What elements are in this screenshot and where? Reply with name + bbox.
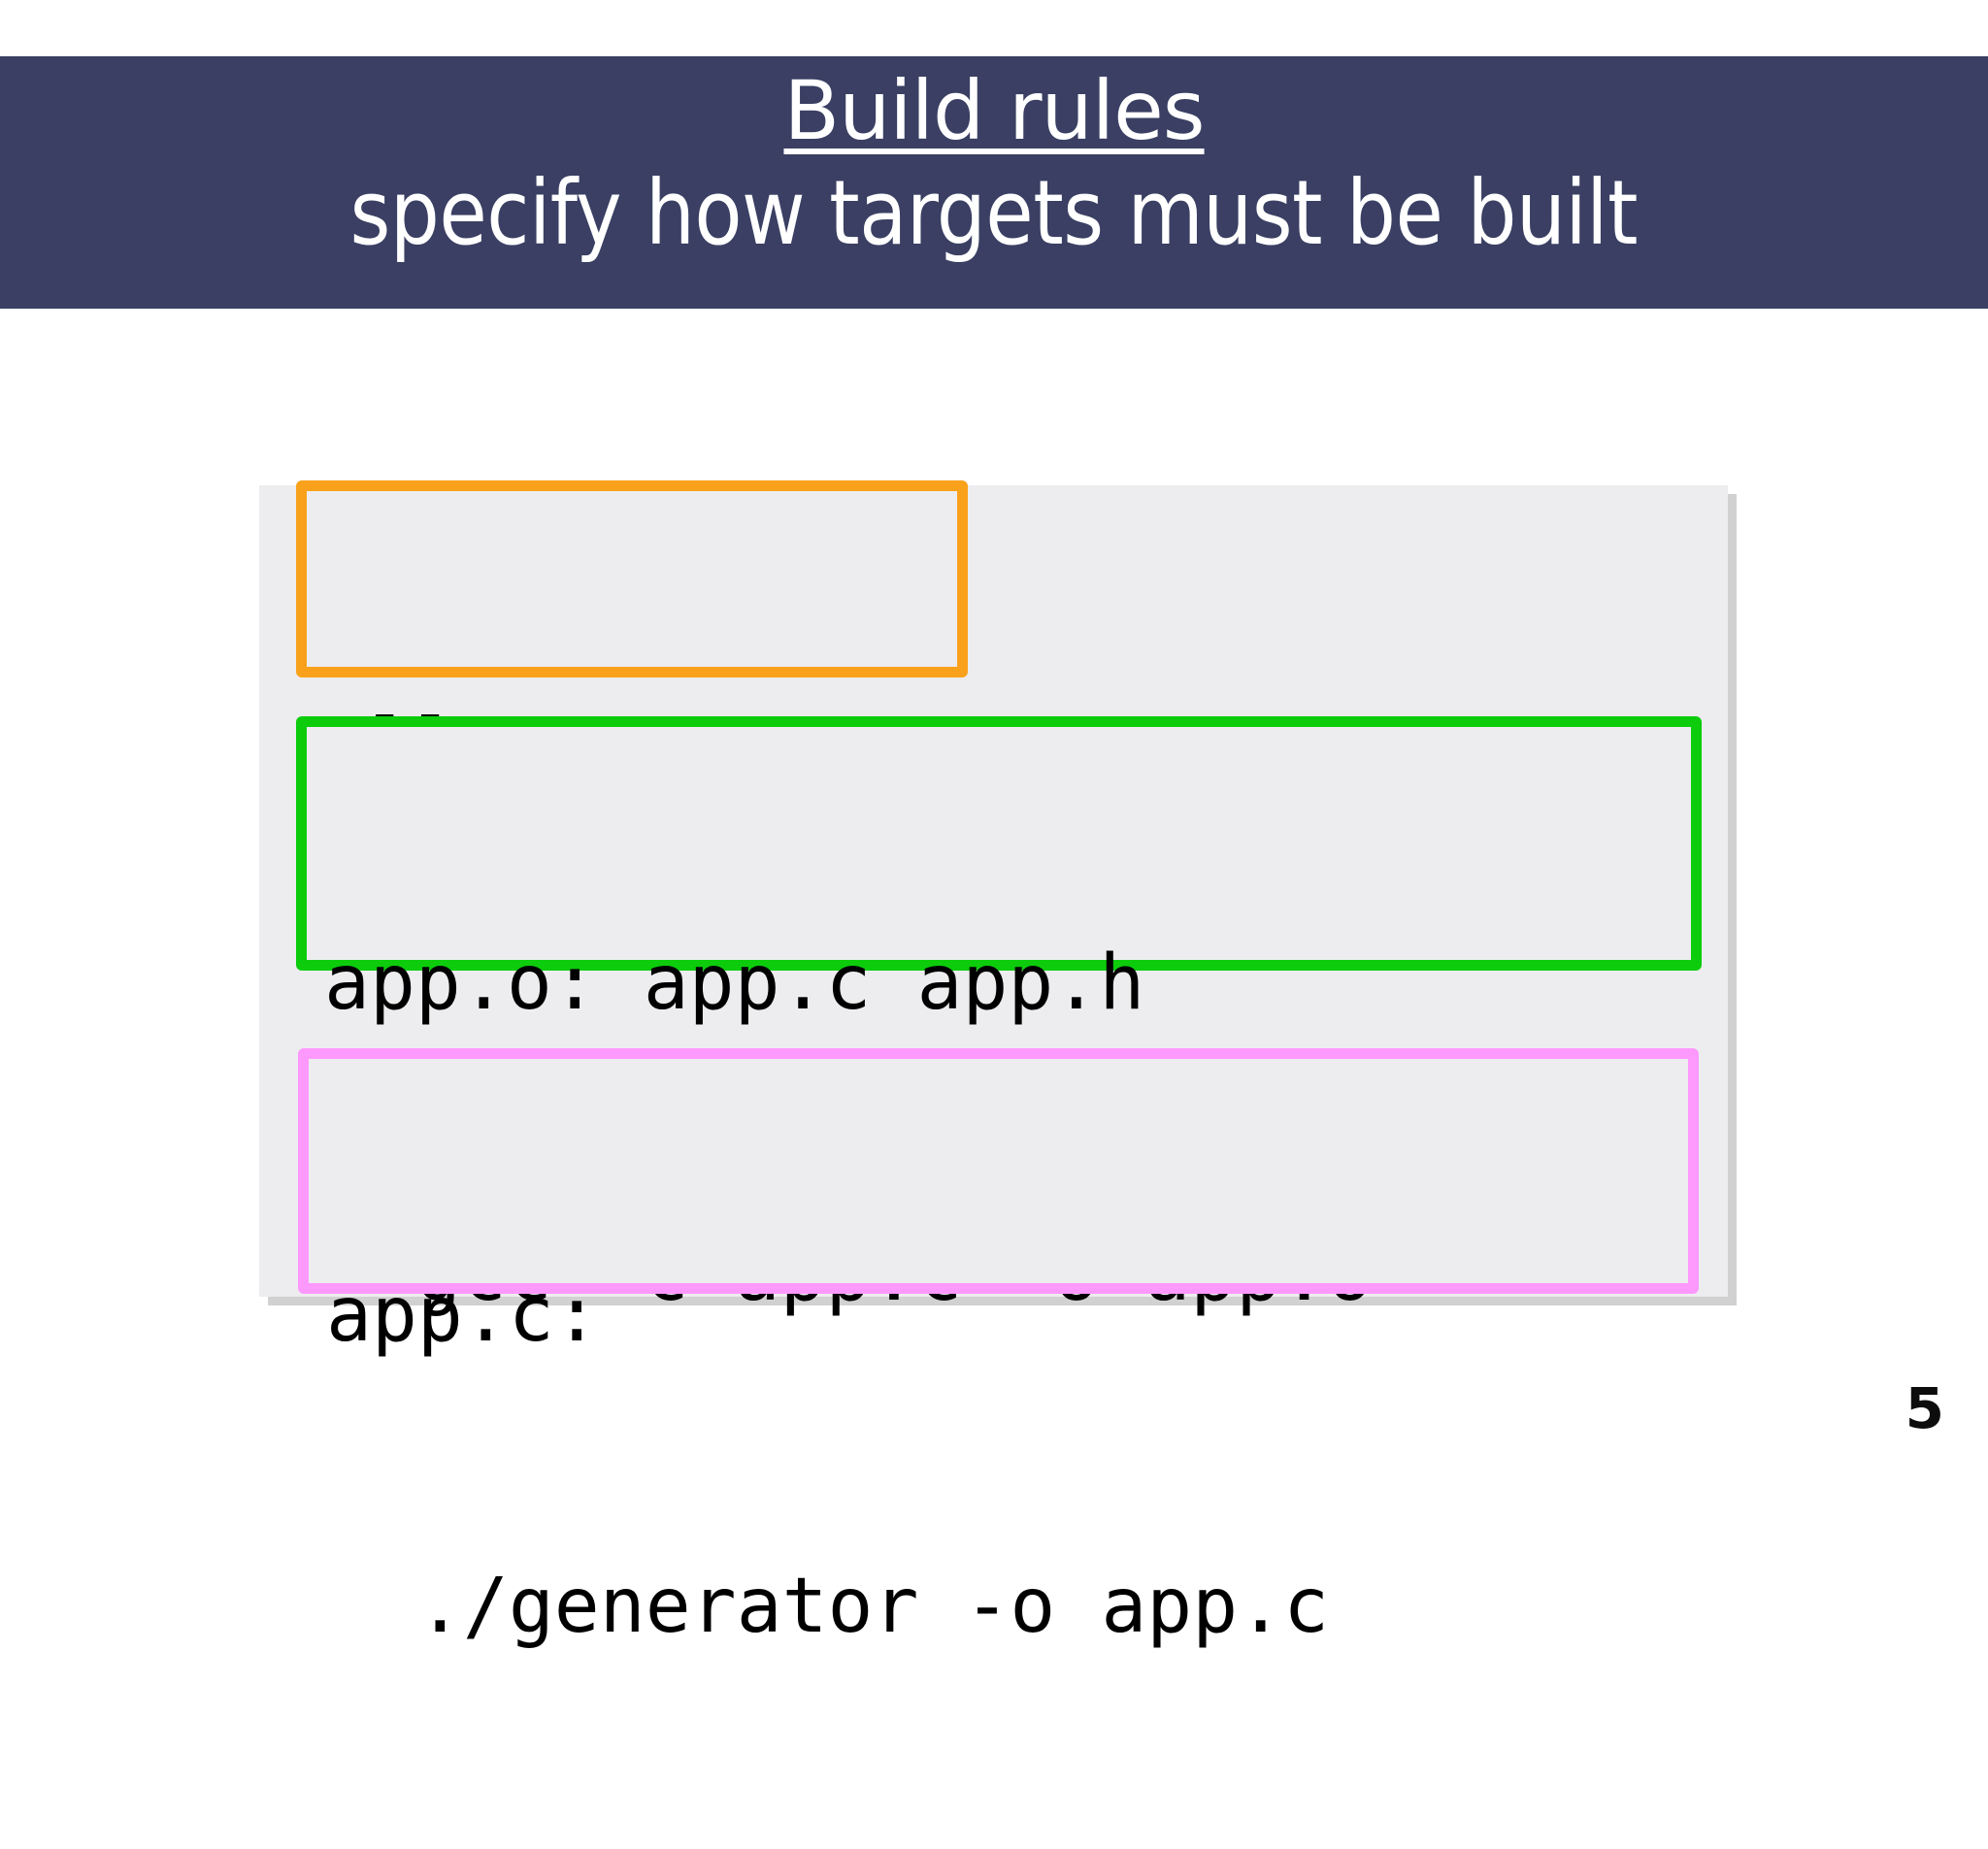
- page-number: 5: [1905, 1375, 1944, 1441]
- slide-title-banner: Build rules specify how targets must be …: [0, 56, 1988, 309]
- code-panel: all: app.o app.o: app.c app.h gcc -c app…: [259, 480, 1728, 1650]
- code-line: ./generator -o app.c: [326, 1563, 1330, 1650]
- slide-title-primary: Build rules: [783, 63, 1205, 158]
- makefile-rule-app-o: app.o: app.c app.h gcc -c app.c -o app.o: [296, 716, 1702, 1318]
- makefile-rule-all: all: app.o: [296, 480, 968, 791]
- makefile-rule-app-c: app.c: ./generator -o app.c: [298, 1048, 1699, 1650]
- code-line: app.c:: [326, 1271, 600, 1359]
- slide-title-subtitle: specify how targets must be built: [349, 161, 1639, 265]
- code-line: app.o: app.c app.h: [324, 940, 1145, 1027]
